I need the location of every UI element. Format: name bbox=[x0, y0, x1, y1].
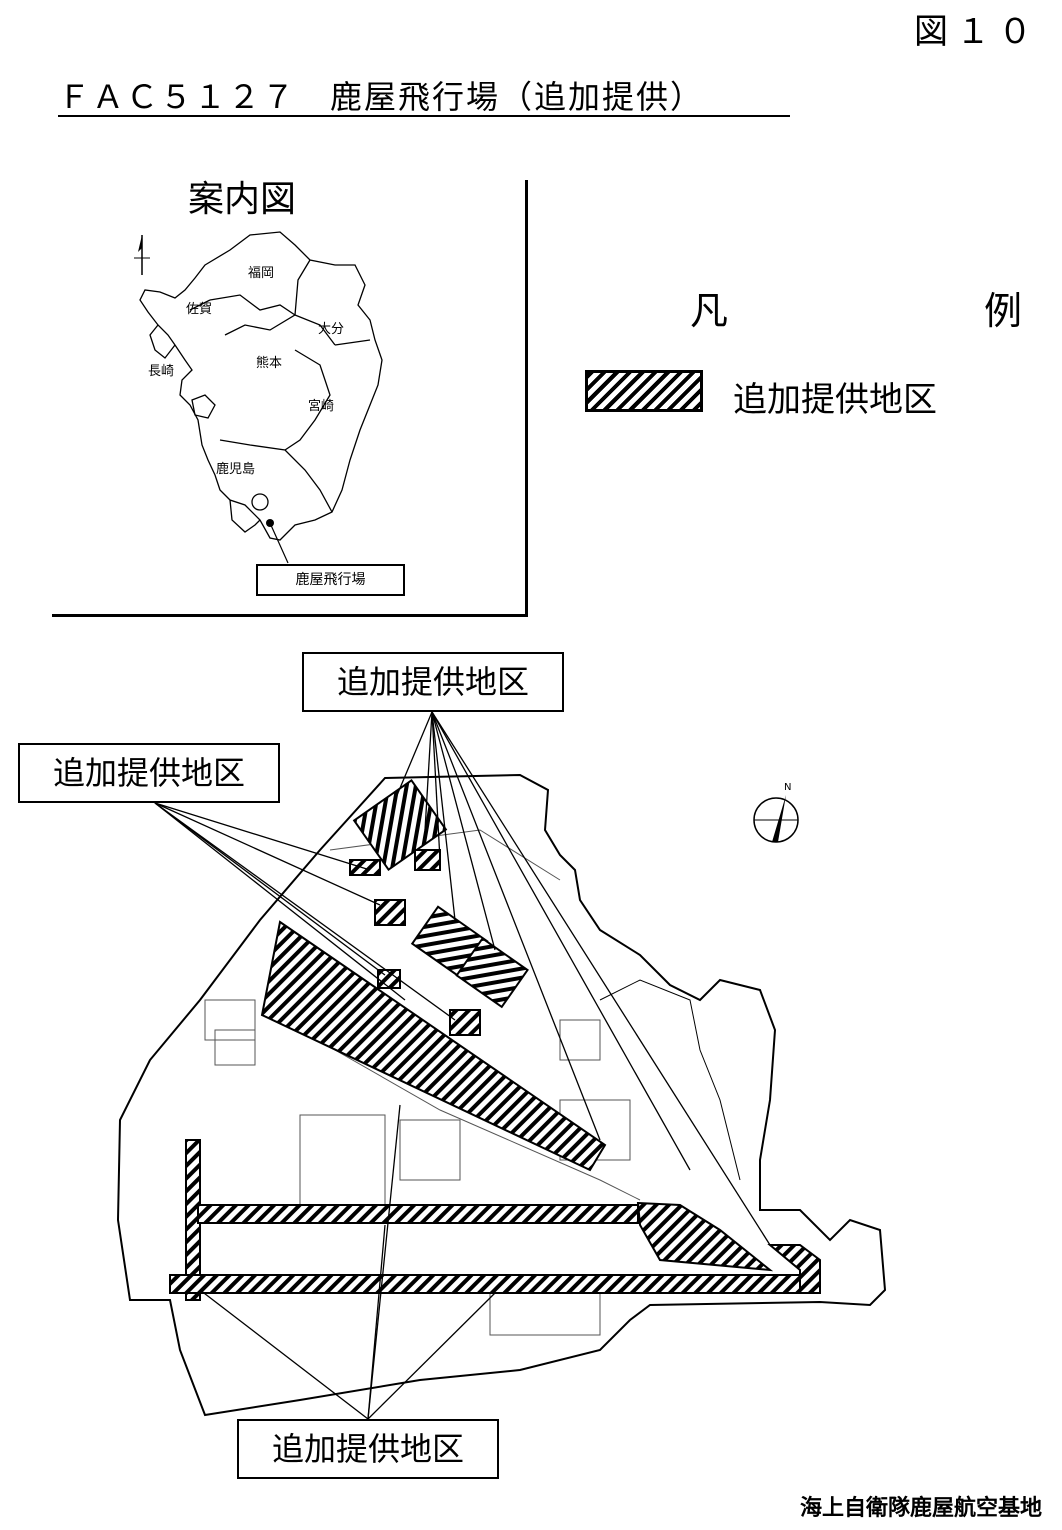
hatched-block-6 bbox=[449, 1009, 481, 1036]
guide-map-title: 案内図 bbox=[188, 179, 297, 220]
pref-kagoshima: 鹿児島 bbox=[216, 462, 256, 477]
fukuoka-oita-border bbox=[294, 259, 311, 316]
nagasaki-peninsula bbox=[149, 324, 176, 359]
hatched-block-1 bbox=[352, 778, 448, 872]
kumamoto-north-border bbox=[224, 314, 336, 346]
hatched-block-7 bbox=[414, 849, 441, 871]
guide-map-frame-bottom bbox=[52, 614, 528, 617]
page-title: ＦＡＣ５１２７ 鹿屋飛行場（追加提供） bbox=[58, 78, 705, 116]
title-underline bbox=[58, 115, 790, 117]
pref-saga: 佐賀 bbox=[186, 302, 213, 317]
guide-map-frame-right bbox=[525, 180, 528, 616]
sakurajima bbox=[251, 493, 269, 511]
fukuoka-border bbox=[209, 294, 296, 316]
hatched-taxiway-connector bbox=[636, 1201, 774, 1272]
callout-additional-area-bottom: 追加提供地区 bbox=[237, 1419, 499, 1479]
kyushu-guide-map: 福岡 佐賀 長崎 大分 熊本 宮崎 鹿児島 bbox=[120, 220, 420, 600]
hatched-block-3 bbox=[455, 937, 529, 1009]
pref-fukuoka: 福岡 bbox=[248, 266, 275, 281]
hatched-taxiway-vertical bbox=[185, 1139, 201, 1301]
coast-detail bbox=[599, 979, 741, 1181]
base-boundary bbox=[116, 773, 887, 1417]
airfield-leader-line bbox=[269, 522, 289, 564]
callout-additional-area-left: 追加提供地区 bbox=[18, 743, 280, 803]
pref-miyazaki: 宮崎 bbox=[308, 399, 335, 414]
pref-kumamoto: 熊本 bbox=[256, 356, 283, 371]
hatched-runway bbox=[169, 1274, 821, 1294]
hatched-block-8 bbox=[349, 859, 381, 876]
hatched-block-2 bbox=[410, 905, 489, 980]
kumamoto-miyazaki-border bbox=[284, 349, 331, 451]
north-arrow-icon bbox=[134, 235, 150, 275]
main-additional-area bbox=[260, 920, 607, 1172]
legend-title: 凡 例 bbox=[690, 289, 1062, 333]
callout-additional-area-top: 追加提供地区 bbox=[302, 652, 564, 712]
pref-oita: 大分 bbox=[318, 322, 345, 337]
hatched-taxiway-upper bbox=[197, 1204, 639, 1224]
amakusa-island bbox=[191, 394, 216, 419]
hatched-block-5 bbox=[377, 969, 401, 989]
site-north-arrow-icon: N bbox=[753, 782, 799, 843]
hatched-runway-end bbox=[767, 1244, 821, 1294]
satsuma-peninsula bbox=[229, 499, 261, 533]
north-label: N bbox=[784, 782, 791, 793]
callout-leader-lines bbox=[154, 711, 771, 1420]
base-name: 海上自衛隊鹿屋航空基地 bbox=[799, 1496, 1042, 1521]
hatched-block-4 bbox=[374, 899, 406, 926]
legend-item-label: 追加提供地区 bbox=[733, 380, 937, 420]
oita-miyazaki-border bbox=[334, 339, 371, 346]
kagoshima-border bbox=[219, 439, 333, 513]
pref-nagasaki: 長崎 bbox=[148, 364, 175, 379]
kyushu-outline bbox=[134, 231, 383, 564]
figure-number: 図１０ bbox=[914, 12, 1040, 52]
facility-detail bbox=[204, 829, 641, 1336]
legend-hatch-swatch bbox=[585, 370, 703, 412]
saga-border bbox=[189, 299, 211, 311]
airfield-label-box: 鹿屋飛行場 bbox=[256, 564, 405, 596]
